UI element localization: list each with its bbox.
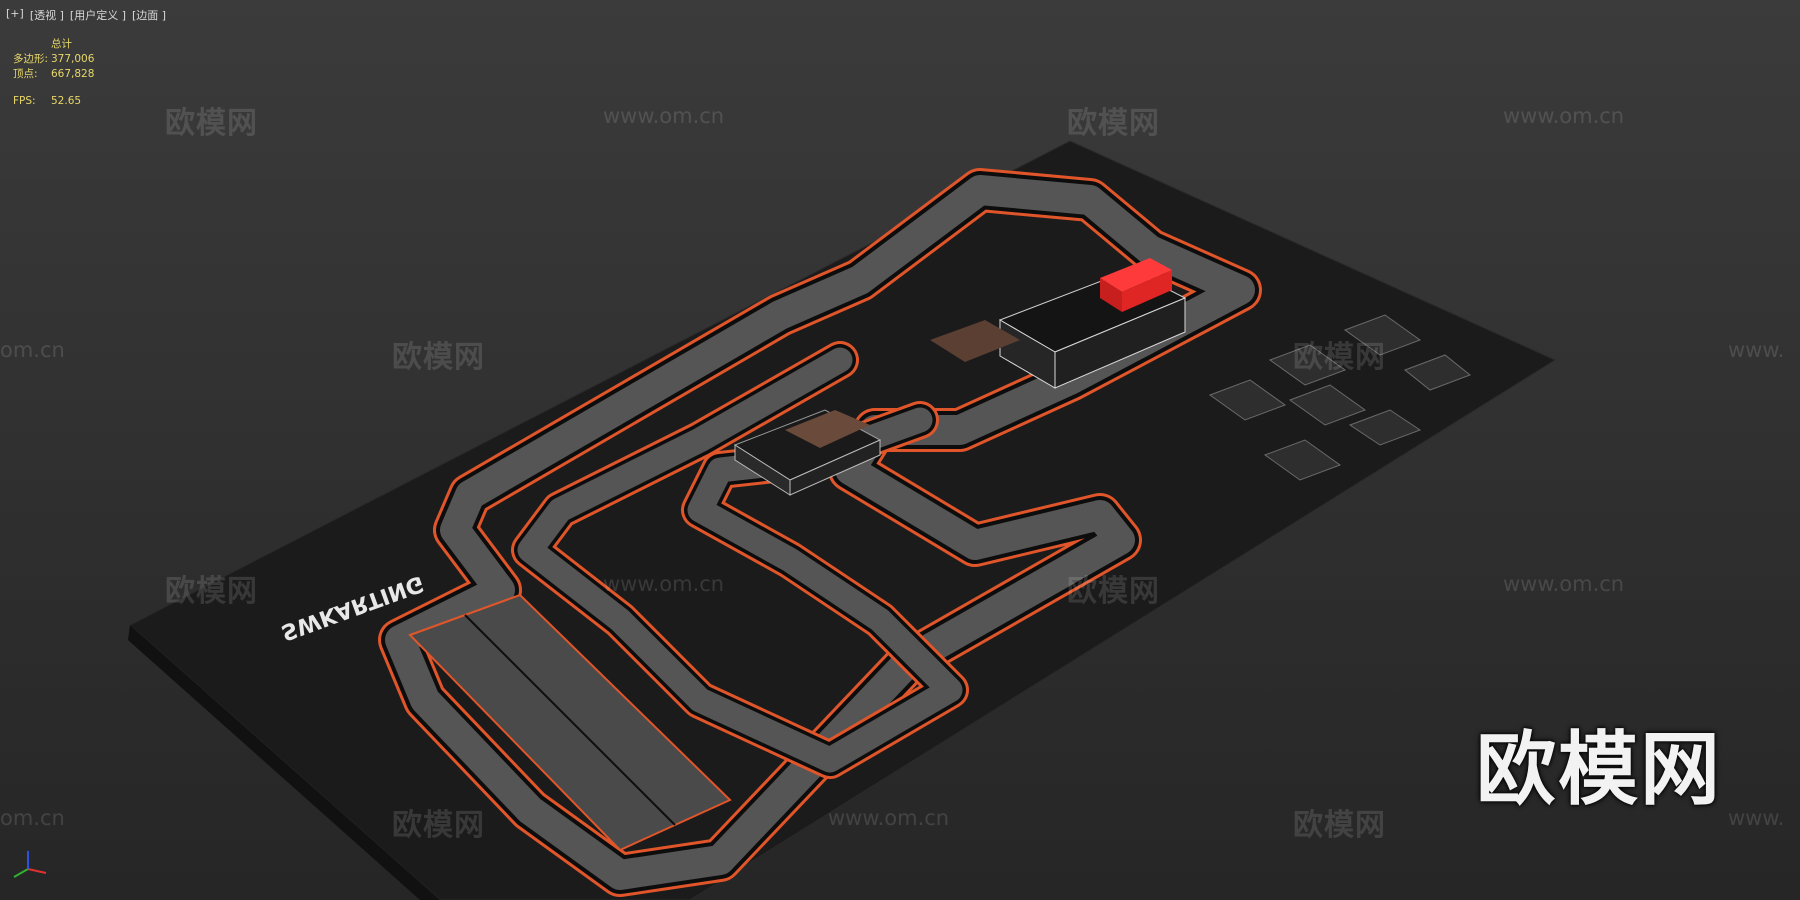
viewport-plus-menu[interactable]: [+] (6, 7, 24, 20)
stats-fps-value: 52.65 (51, 95, 82, 107)
shipping-container (1100, 258, 1172, 312)
viewport-shading-menu[interactable]: [边面 ] (132, 9, 167, 22)
ramp (408, 593, 732, 852)
track-outer (378, 168, 1262, 897)
statistics-overlay: 总计 多边形: 377,006 顶点: 667,828 FPS: 52.65 (13, 37, 94, 109)
stats-header: 总计 (51, 38, 72, 50)
stats-polygons-value: 377,006 (51, 53, 95, 65)
viewport-view-menu[interactable]: [透视 ] (29, 9, 64, 22)
stats-fps-row: FPS: 52.65 (13, 94, 94, 109)
stats-vertices-row: 顶点: 667,828 (13, 67, 94, 82)
stats-polygons-row: 多边形: 377,006 (13, 52, 94, 67)
pit-building (733, 409, 882, 496)
viewport-label-menu: [+] [透视 ] [用户定义 ] [边面 ] (6, 7, 166, 23)
axis-x-icon (27, 868, 47, 874)
viewport-user-defined-menu[interactable]: [用户定义 ] (69, 9, 126, 22)
stats-polygons-label: 多边形: (13, 53, 49, 65)
stats-vertices-value: 667,828 (51, 68, 95, 80)
stats-vertices-label: 顶点: (13, 68, 38, 80)
ground-plane (129, 140, 1557, 900)
parking-shelters (1208, 314, 1471, 481)
stats-fps-label: FPS: (13, 95, 36, 107)
axis-y-icon (13, 868, 29, 878)
track-inner (511, 341, 969, 779)
axis-gizmo-icon (13, 851, 47, 878)
main-building (930, 258, 1187, 389)
